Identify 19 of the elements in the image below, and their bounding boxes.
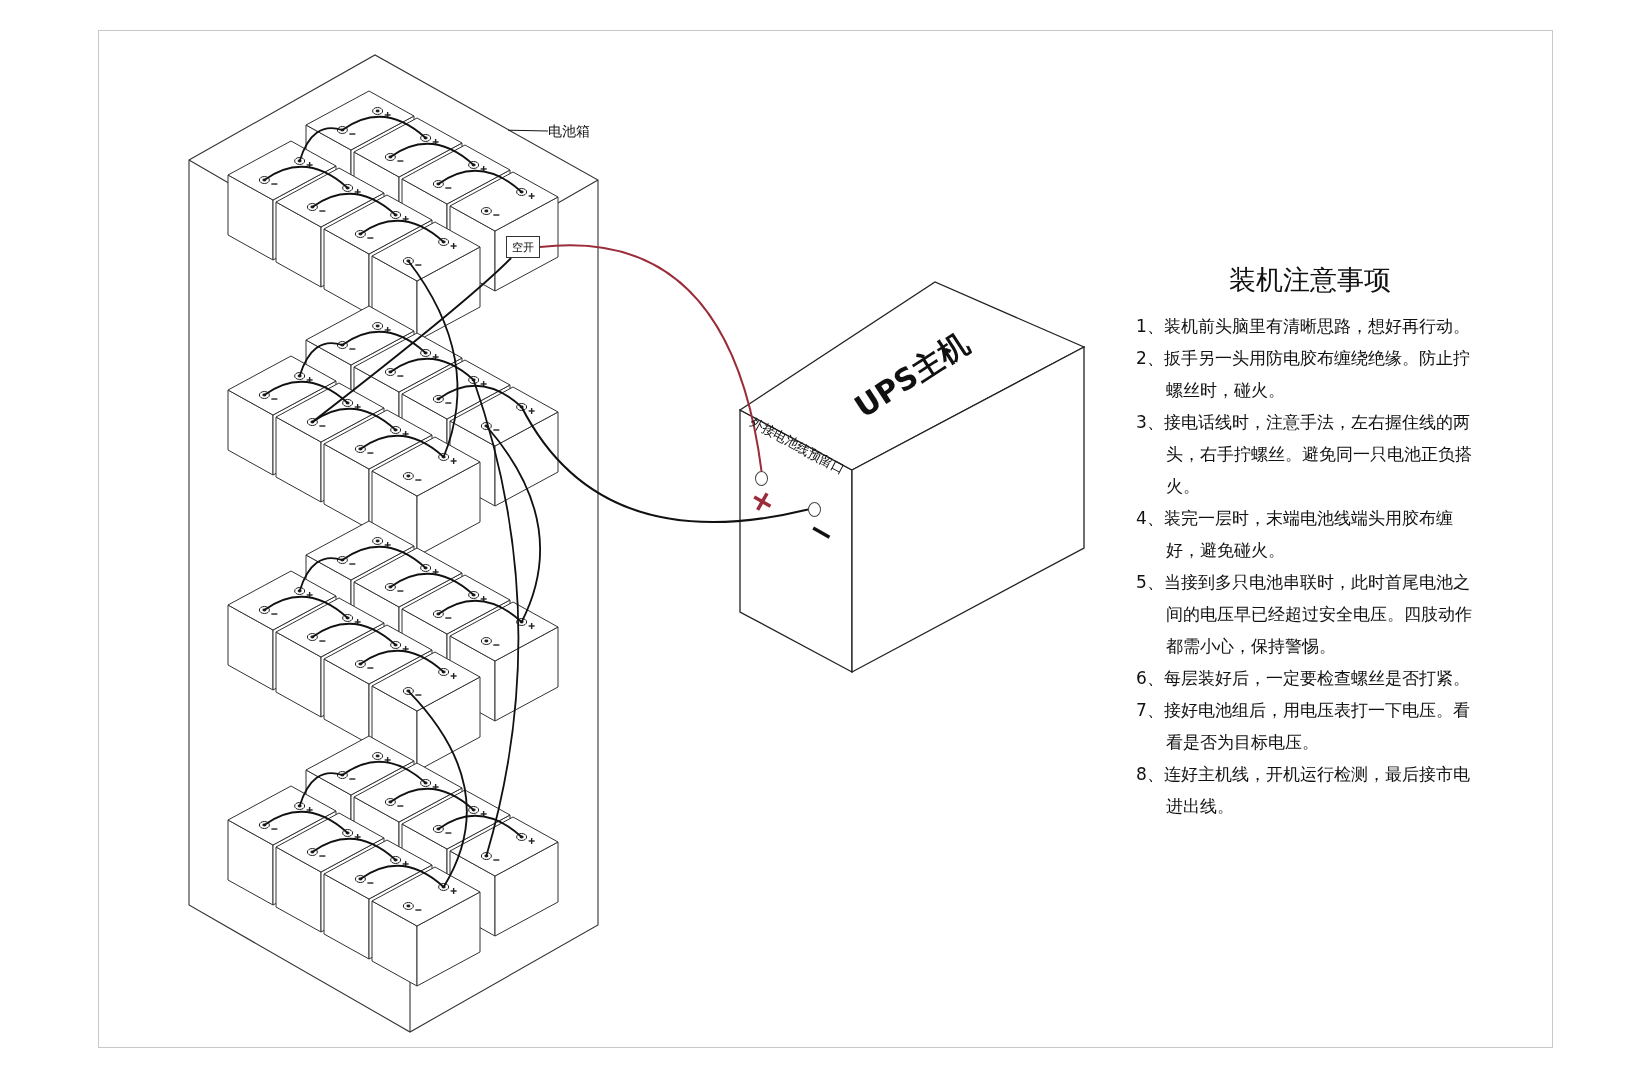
note-text: 2、扳手另一头用防电胶布缠绕绝缘。防止拧螺丝时，碰火。: [1136, 347, 1471, 402]
cable: [520, 406, 809, 524]
notes-heading: 装机注意事项: [1228, 263, 1392, 297]
note-text: 5、当接到多只电池串联时，此时首尾电池之间的电压早已经超过安全电压。四肢动作都需小心，保持警惕。: [1136, 571, 1473, 658]
leader-line: [507, 129, 549, 132]
note-text: 4、装完一层时，末端电池线端头用胶布缠好，避免碰火。: [1136, 507, 1454, 562]
polarity-sign: −: [803, 512, 840, 552]
note-text: 3、接电话线时，注意手法，左右握住线的两头，右手拧螺丝。避免同一只电池正负搭火。: [1136, 411, 1473, 498]
cable: [539, 244, 763, 472]
note-text: 6、每层装好后，一定要检查螺丝是否打紧。: [1136, 667, 1471, 690]
cable: [311, 257, 513, 423]
note-text: 1、装机前头脑里有清晰思路，想好再行动。: [1136, 315, 1471, 338]
port-label: 外接电池线预留口: [746, 413, 848, 479]
note-text: 8、连好主机线，开机运行检测，最后接市电进出线。: [1136, 763, 1471, 818]
breaker-box: 空开: [506, 236, 540, 258]
polarity-sign: +: [744, 481, 781, 521]
note-text: 7、接好电池组后，用电压表打一下电压。看看是否为目标电压。: [1136, 699, 1471, 754]
device-title: UPS主机: [847, 324, 976, 427]
callout-label: 电池箱: [548, 120, 608, 142]
